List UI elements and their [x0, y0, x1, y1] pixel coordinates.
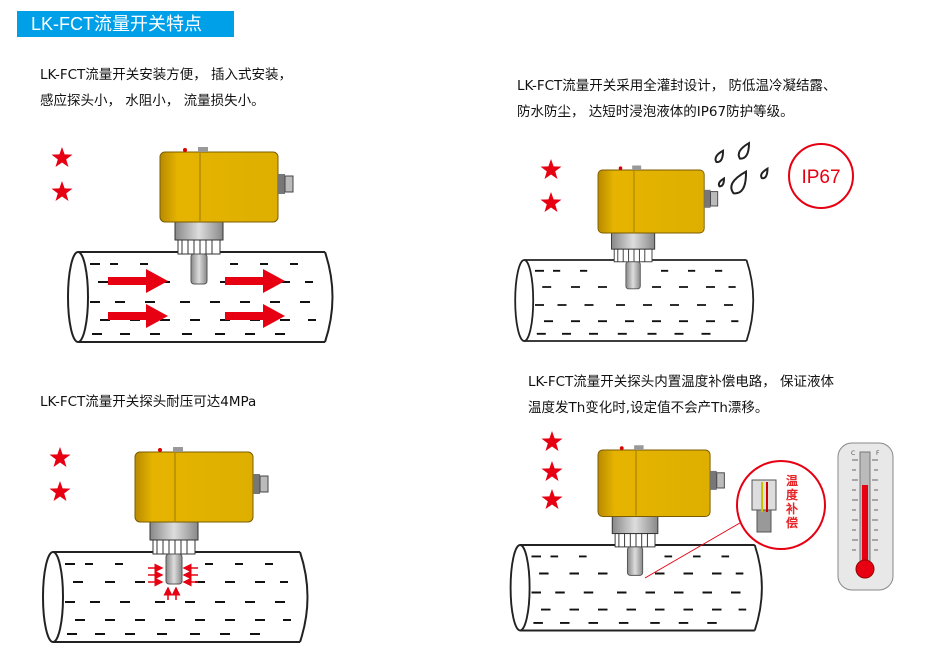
text-line: 防水防尘， 达短时浸泡液体的IP67防护等级。 [517, 104, 794, 120]
star-icon [540, 159, 562, 179]
section-title: LK-FCT流量开关特点 [17, 11, 234, 37]
celsius-label: C [851, 450, 855, 457]
probe-callout [736, 460, 826, 550]
pressure-arrows-icon [148, 563, 198, 600]
feature-4-text: LK-FCT流量开关探头内置温度补偿电路， 保证液体 温度发Th变化时,设定值不… [528, 369, 834, 421]
callout-line [644, 519, 746, 579]
star-icon [541, 489, 563, 509]
ip67-label: IP67 [801, 167, 840, 188]
text-line: LK-FCT流量开关探头内置温度补偿电路， 保证液体 [528, 374, 835, 390]
temperature-compensation-label: 温度补偿 [786, 474, 799, 530]
star-icon [541, 431, 563, 451]
water-drops-icon [714, 141, 769, 195]
star-icon [49, 447, 71, 467]
text-line: 温度发Th变化时,设定值不会产Th漂移。 [528, 400, 769, 416]
text-line: 感应探头小， 水阻小， 流量损失小。 [40, 93, 265, 109]
fahrenheit-label: F [876, 450, 880, 457]
star-icon [49, 481, 71, 501]
ip67-badge [788, 143, 854, 209]
probe-cutaway-icon [751, 479, 777, 533]
text-line: LK-FCT流量开关安装方便， 插入式安装， [40, 67, 293, 83]
feature-3-text: LK-FCT流量开关探头耐压可达4MPa [40, 389, 256, 415]
feature-2-text: LK-FCT流量开关采用全灌封设计， 防低温冷凝结露、 防水防尘， 达短时浸泡液… [517, 73, 837, 125]
text-line: LK-FCT流量开关采用全灌封设计， 防低温冷凝结露、 [517, 78, 837, 94]
star-icon [540, 192, 562, 212]
flow-switch-diagram [42, 446, 309, 643]
flow-arrow-icons [108, 269, 285, 328]
star-icon [51, 147, 73, 167]
text-line: LK-FCT流量开关探头耐压可达4MPa [40, 394, 257, 410]
feature-1-text: LK-FCT流量开关安装方便， 插入式安装， 感应探头小， 水阻小， 流量损失小… [40, 62, 292, 114]
thermometer-icon [837, 442, 894, 591]
star-icon [541, 461, 563, 481]
flow-switch-diagram [67, 146, 334, 343]
star-icon [51, 181, 73, 201]
flow-switch-diagram [514, 164, 755, 342]
